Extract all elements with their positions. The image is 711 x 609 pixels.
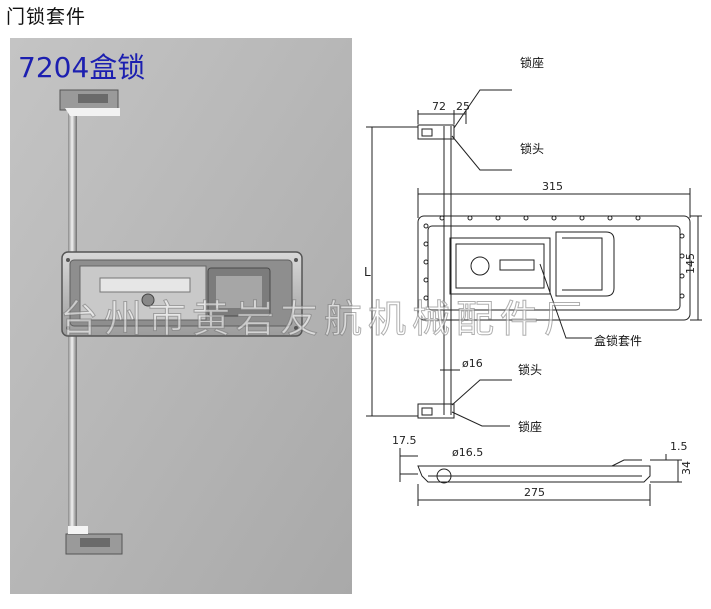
watermark: 台州市黄岩友航机械配件厂 bbox=[59, 297, 589, 342]
product-photo: 7204盒锁 bbox=[10, 38, 352, 594]
technical-drawing: 72 25 315 145 L ø16 17.5 ø16.5 1.5 34 27… bbox=[352, 30, 711, 605]
dim-L: L bbox=[364, 265, 371, 279]
dim-17-5: 17.5 bbox=[392, 434, 417, 447]
dim-phi16-5: ø16.5 bbox=[452, 446, 483, 459]
dim-315: 315 bbox=[542, 180, 563, 193]
dim-25: 25 bbox=[456, 100, 470, 113]
photo-caption: 7204盒锁 bbox=[18, 51, 146, 84]
label-lock-seat-top: 锁座 bbox=[520, 56, 545, 70]
dim-145: 145 bbox=[684, 253, 697, 274]
product-photo-illustration bbox=[10, 38, 352, 594]
page-title: 门锁套件 bbox=[6, 6, 87, 28]
label-lock-head-top: 锁头 bbox=[520, 142, 545, 156]
top-seat-drawing bbox=[417, 124, 455, 140]
dim-72: 72 bbox=[432, 100, 446, 113]
label-box-lock-kit: 盒锁套件 bbox=[594, 334, 643, 348]
drawing-lines: 72 25 315 145 L ø16 17.5 ø16.5 1.5 34 27… bbox=[364, 89, 702, 506]
dim-1-5: 1.5 bbox=[670, 440, 688, 453]
label-lock-head-bottom: 锁头 bbox=[518, 363, 543, 377]
bottom-seat-drawing bbox=[417, 403, 455, 419]
label-lock-seat-bottom: 锁座 bbox=[518, 420, 543, 434]
dim-275: 275 bbox=[524, 486, 545, 499]
dim-phi16: ø16 bbox=[462, 357, 483, 370]
dim-34: 34 bbox=[680, 461, 693, 475]
